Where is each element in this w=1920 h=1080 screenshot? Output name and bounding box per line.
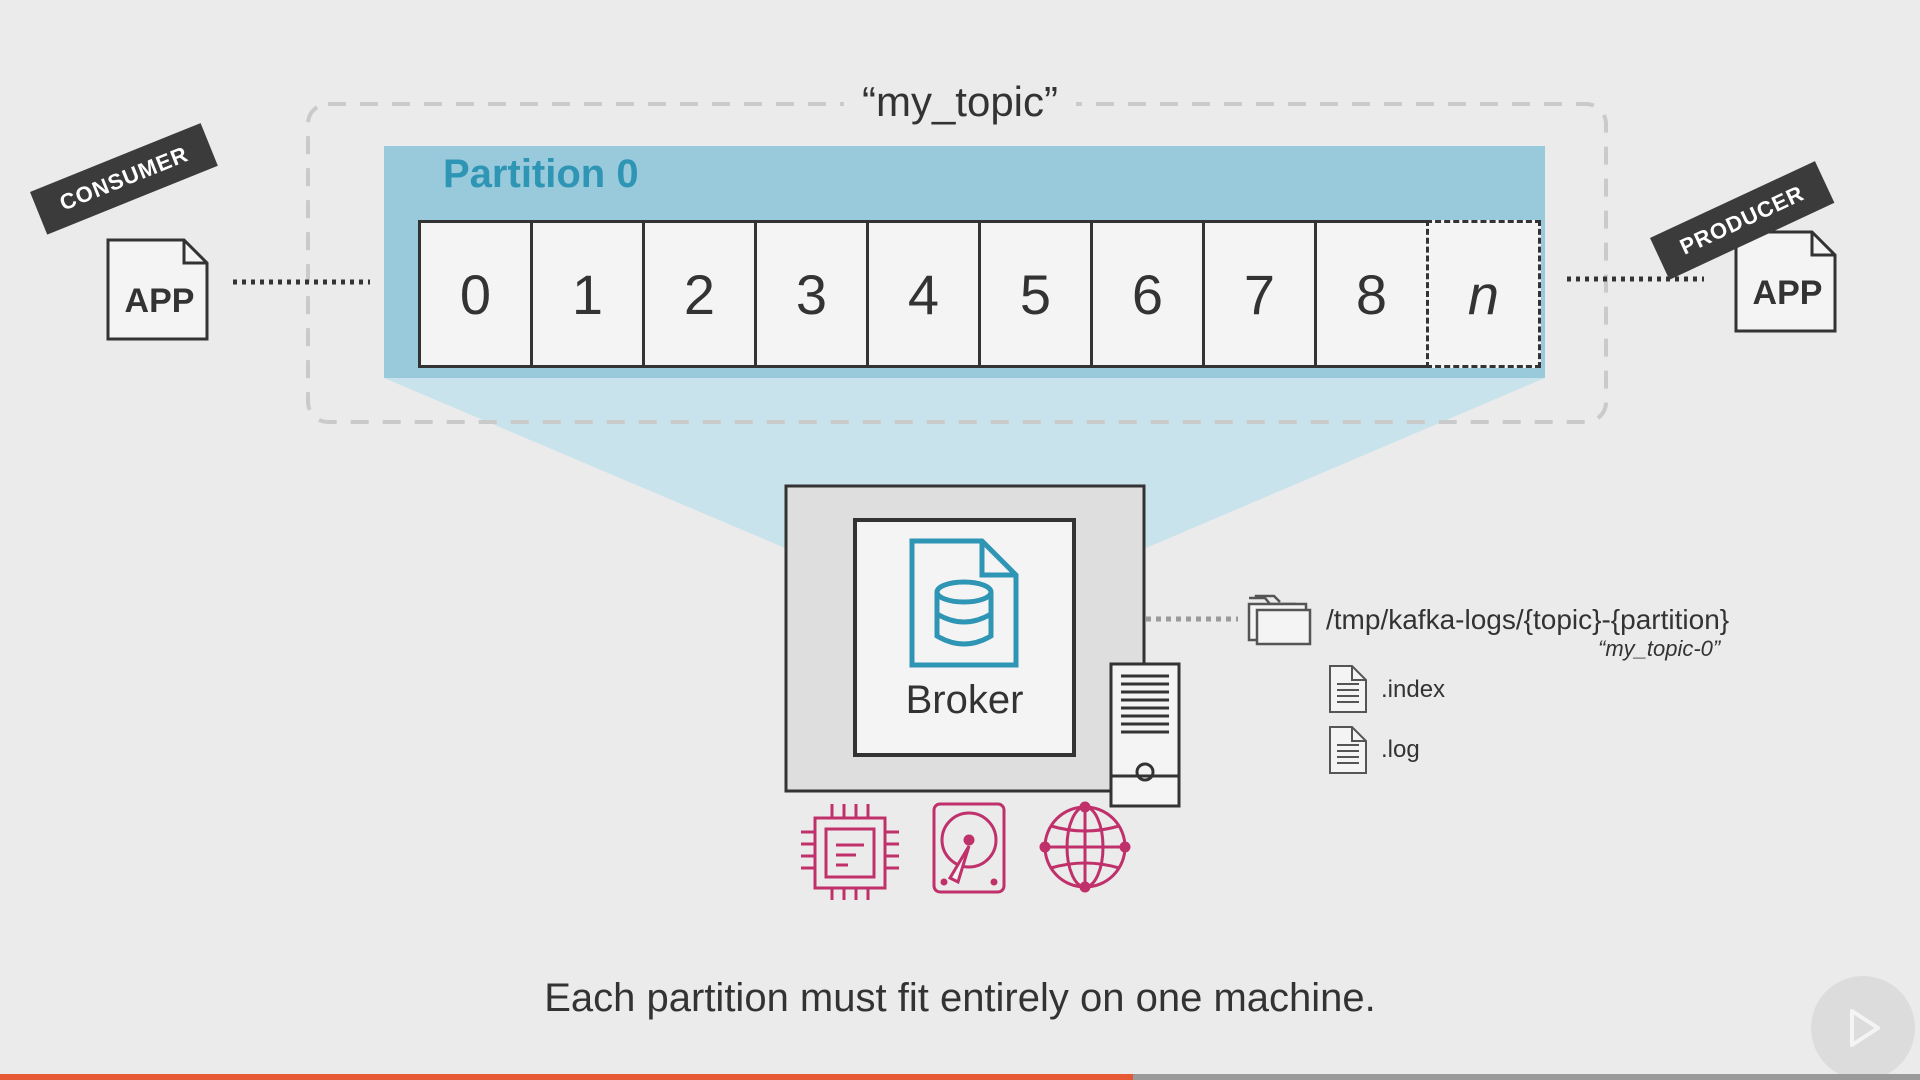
offset-cell: 3	[754, 220, 866, 368]
offset-cell: 1	[530, 220, 642, 368]
offset-cell: 8	[1314, 220, 1429, 368]
partition-label: Partition 0	[443, 152, 639, 196]
video-progress-fill	[0, 1074, 1133, 1080]
index-file-label: .index	[1381, 676, 1446, 703]
play-button[interactable]	[1811, 976, 1915, 1080]
broker-label: Broker	[905, 678, 1024, 722]
hard-disk-icon	[932, 802, 1006, 894]
offset-cell: 7	[1202, 220, 1314, 368]
play-icon	[1850, 1009, 1880, 1047]
offset-cell: 4	[866, 220, 978, 368]
index-file-icon	[1329, 665, 1367, 713]
consumer-app-label: APP	[124, 282, 195, 320]
server-tower-icon	[1109, 662, 1181, 808]
consumer-document-icon	[106, 238, 209, 341]
caption: Each partition must fit entirely on one …	[544, 976, 1376, 1020]
producer-app-label: APP	[1752, 274, 1823, 312]
next-offset-cell: n	[1426, 220, 1541, 368]
offset-cell: 5	[978, 220, 1090, 368]
database-document-icon	[909, 538, 1019, 668]
topic-title: “my_topic”	[0, 78, 1920, 126]
cpu-chip-icon	[801, 804, 899, 900]
offset-cell: 2	[642, 220, 754, 368]
partition-directory-example: “my_topic-0”	[1598, 636, 1721, 661]
producer-document-icon	[1734, 230, 1837, 333]
offset-cell: 0	[418, 220, 530, 368]
offset-cell: 6	[1090, 220, 1202, 368]
partition-offsets: 0 1 2 3 4 5 6 7 8 n	[418, 220, 1541, 368]
log-file-label: .log	[1381, 736, 1420, 763]
network-globe-icon	[1039, 801, 1131, 893]
folder-icon	[1247, 594, 1312, 646]
log-file-icon	[1329, 726, 1367, 774]
storage-path: /tmp/kafka-logs/{topic}-{partition}	[1326, 604, 1730, 635]
video-progress-bar[interactable]	[0, 1074, 1920, 1080]
